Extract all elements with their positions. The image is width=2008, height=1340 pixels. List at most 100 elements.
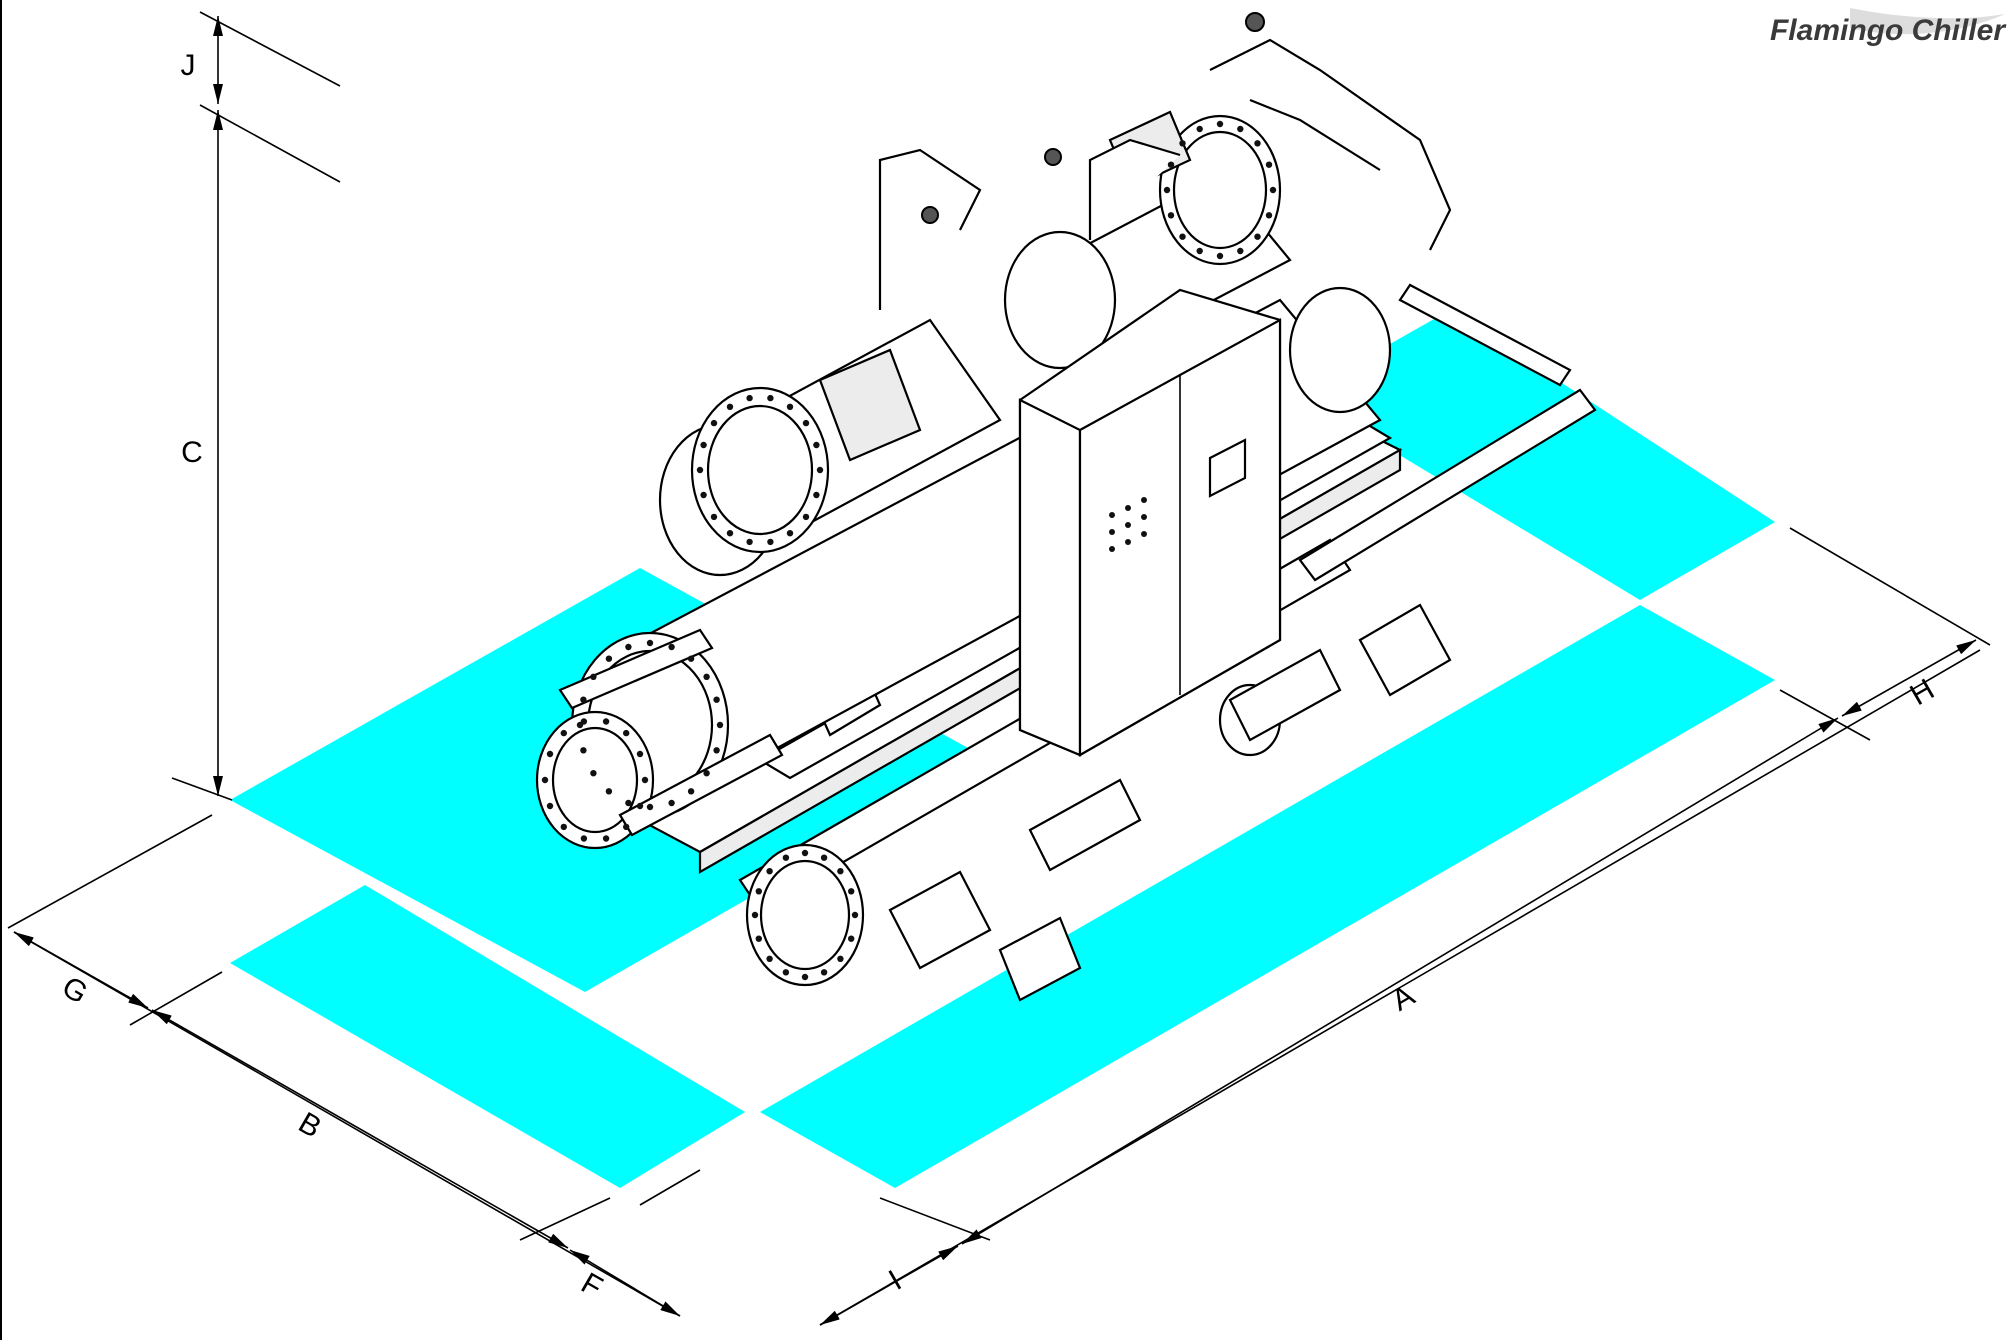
flange-bolt	[767, 394, 774, 402]
flange-bolt	[602, 718, 610, 725]
flange-bolt	[580, 696, 587, 703]
flange-bolt	[802, 419, 810, 427]
flange-bolt	[782, 854, 790, 861]
flange-bolt	[580, 718, 588, 725]
flange-bolt	[1216, 252, 1224, 260]
flange-bolt	[746, 538, 753, 546]
flange-bolt	[801, 849, 809, 857]
dimension-label-f: F	[576, 1267, 608, 1305]
flange-bolt	[703, 770, 710, 777]
dimension-label-c: C	[181, 436, 203, 469]
flange-bolt	[1265, 161, 1273, 168]
flange-bolt	[837, 868, 844, 875]
flange-bolt	[625, 643, 632, 651]
flange-bolt	[636, 750, 644, 758]
flange-bolt	[820, 969, 828, 976]
flange-bolt	[602, 835, 610, 842]
flange-bolt	[766, 955, 773, 962]
flange-bolt	[1265, 212, 1273, 219]
flange-bolt	[668, 643, 675, 651]
flange-bolt	[687, 655, 695, 662]
flange-bolt	[710, 513, 718, 521]
compressor-shells	[658, 110, 1292, 577]
flange-bolt	[1163, 186, 1171, 194]
flange-bolt	[1196, 125, 1203, 133]
flange-bolt	[546, 802, 554, 810]
flange-bolt	[726, 530, 734, 537]
footprint-zone-back	[1300, 310, 1775, 600]
flange-bolt	[710, 419, 718, 427]
flange-bolt	[546, 750, 554, 758]
flange-bolt	[605, 655, 613, 662]
flange-bolt	[751, 911, 759, 919]
flange-bolt	[668, 799, 675, 807]
flange-bolt	[713, 696, 720, 703]
chiller-unit	[535, 12, 1597, 1002]
flange-bolt	[848, 935, 855, 942]
flange-bolt	[580, 835, 588, 842]
dimension-label-j: J	[181, 49, 196, 82]
flange-bolt	[726, 403, 734, 410]
flange-bolt	[848, 888, 855, 895]
flange-bolt	[696, 466, 704, 474]
flange-bolt	[1254, 140, 1261, 147]
flange-bolt	[646, 803, 654, 811]
dimension-label-i: I	[883, 1264, 907, 1297]
flange-bolt	[782, 969, 790, 976]
flange-bolt	[786, 530, 794, 537]
flange-bolt	[1179, 233, 1186, 240]
flange-bolt	[820, 854, 828, 861]
flange-bolt	[755, 935, 762, 942]
flange-bolt	[716, 721, 724, 729]
flange-bolt	[801, 973, 809, 981]
flange-bolt	[851, 911, 859, 919]
logo-text: Flamingo Chiller	[1770, 14, 2007, 47]
flange-bolt	[703, 673, 710, 680]
flange-bolt	[636, 802, 644, 810]
flange-bolts	[541, 120, 1277, 981]
flange-bolt	[786, 403, 794, 410]
flange-bolt	[641, 776, 649, 784]
flange-bolt	[1167, 212, 1175, 219]
flange-bolt	[1216, 120, 1224, 128]
top-piping	[878, 12, 1452, 310]
flange-bolt	[700, 441, 707, 449]
flange-bolt	[1269, 186, 1277, 194]
flange-bolt	[687, 788, 695, 795]
flange-bolt	[1237, 125, 1244, 133]
flange-bolt	[1254, 233, 1261, 240]
dimension-lines	[7, 11, 1991, 1326]
flange-bolt	[1237, 247, 1244, 255]
control-cabinet	[1018, 288, 1282, 757]
flange-bolt	[1196, 247, 1203, 255]
dimension-label-h: H	[1905, 673, 1940, 712]
flange-bolt	[623, 823, 630, 831]
brand-logo: Flamingo Chiller	[1770, 8, 2007, 47]
flange-bolt	[802, 513, 810, 521]
flange-bolt	[590, 673, 597, 680]
flange-bolt	[700, 491, 707, 499]
flange-bolt	[623, 729, 630, 737]
flange-bolt	[813, 491, 820, 499]
flange-bolt	[713, 747, 720, 754]
dimension-label-b: B	[293, 1106, 327, 1145]
flange-bolt	[755, 888, 762, 895]
flange-bolt	[646, 639, 654, 647]
flange-bolt	[1167, 161, 1175, 168]
flange-bolt	[766, 868, 773, 875]
flange-bolt	[813, 441, 820, 449]
flange-bolt	[746, 394, 753, 402]
flange-bolt	[767, 538, 774, 546]
dimension-label-g: G	[56, 970, 93, 1010]
flange-bolt	[590, 770, 597, 777]
flange-bolt	[837, 955, 844, 962]
flange-bolt	[605, 788, 613, 795]
cabinet-vent-holes	[1109, 497, 1147, 552]
flange-bolt	[560, 729, 567, 737]
flange-bolt	[625, 799, 632, 807]
flange-bolt	[580, 747, 587, 754]
flange-bolt	[541, 776, 549, 784]
logo-swoosh-icon	[1850, 8, 2005, 35]
flange-bolt	[1179, 140, 1186, 147]
